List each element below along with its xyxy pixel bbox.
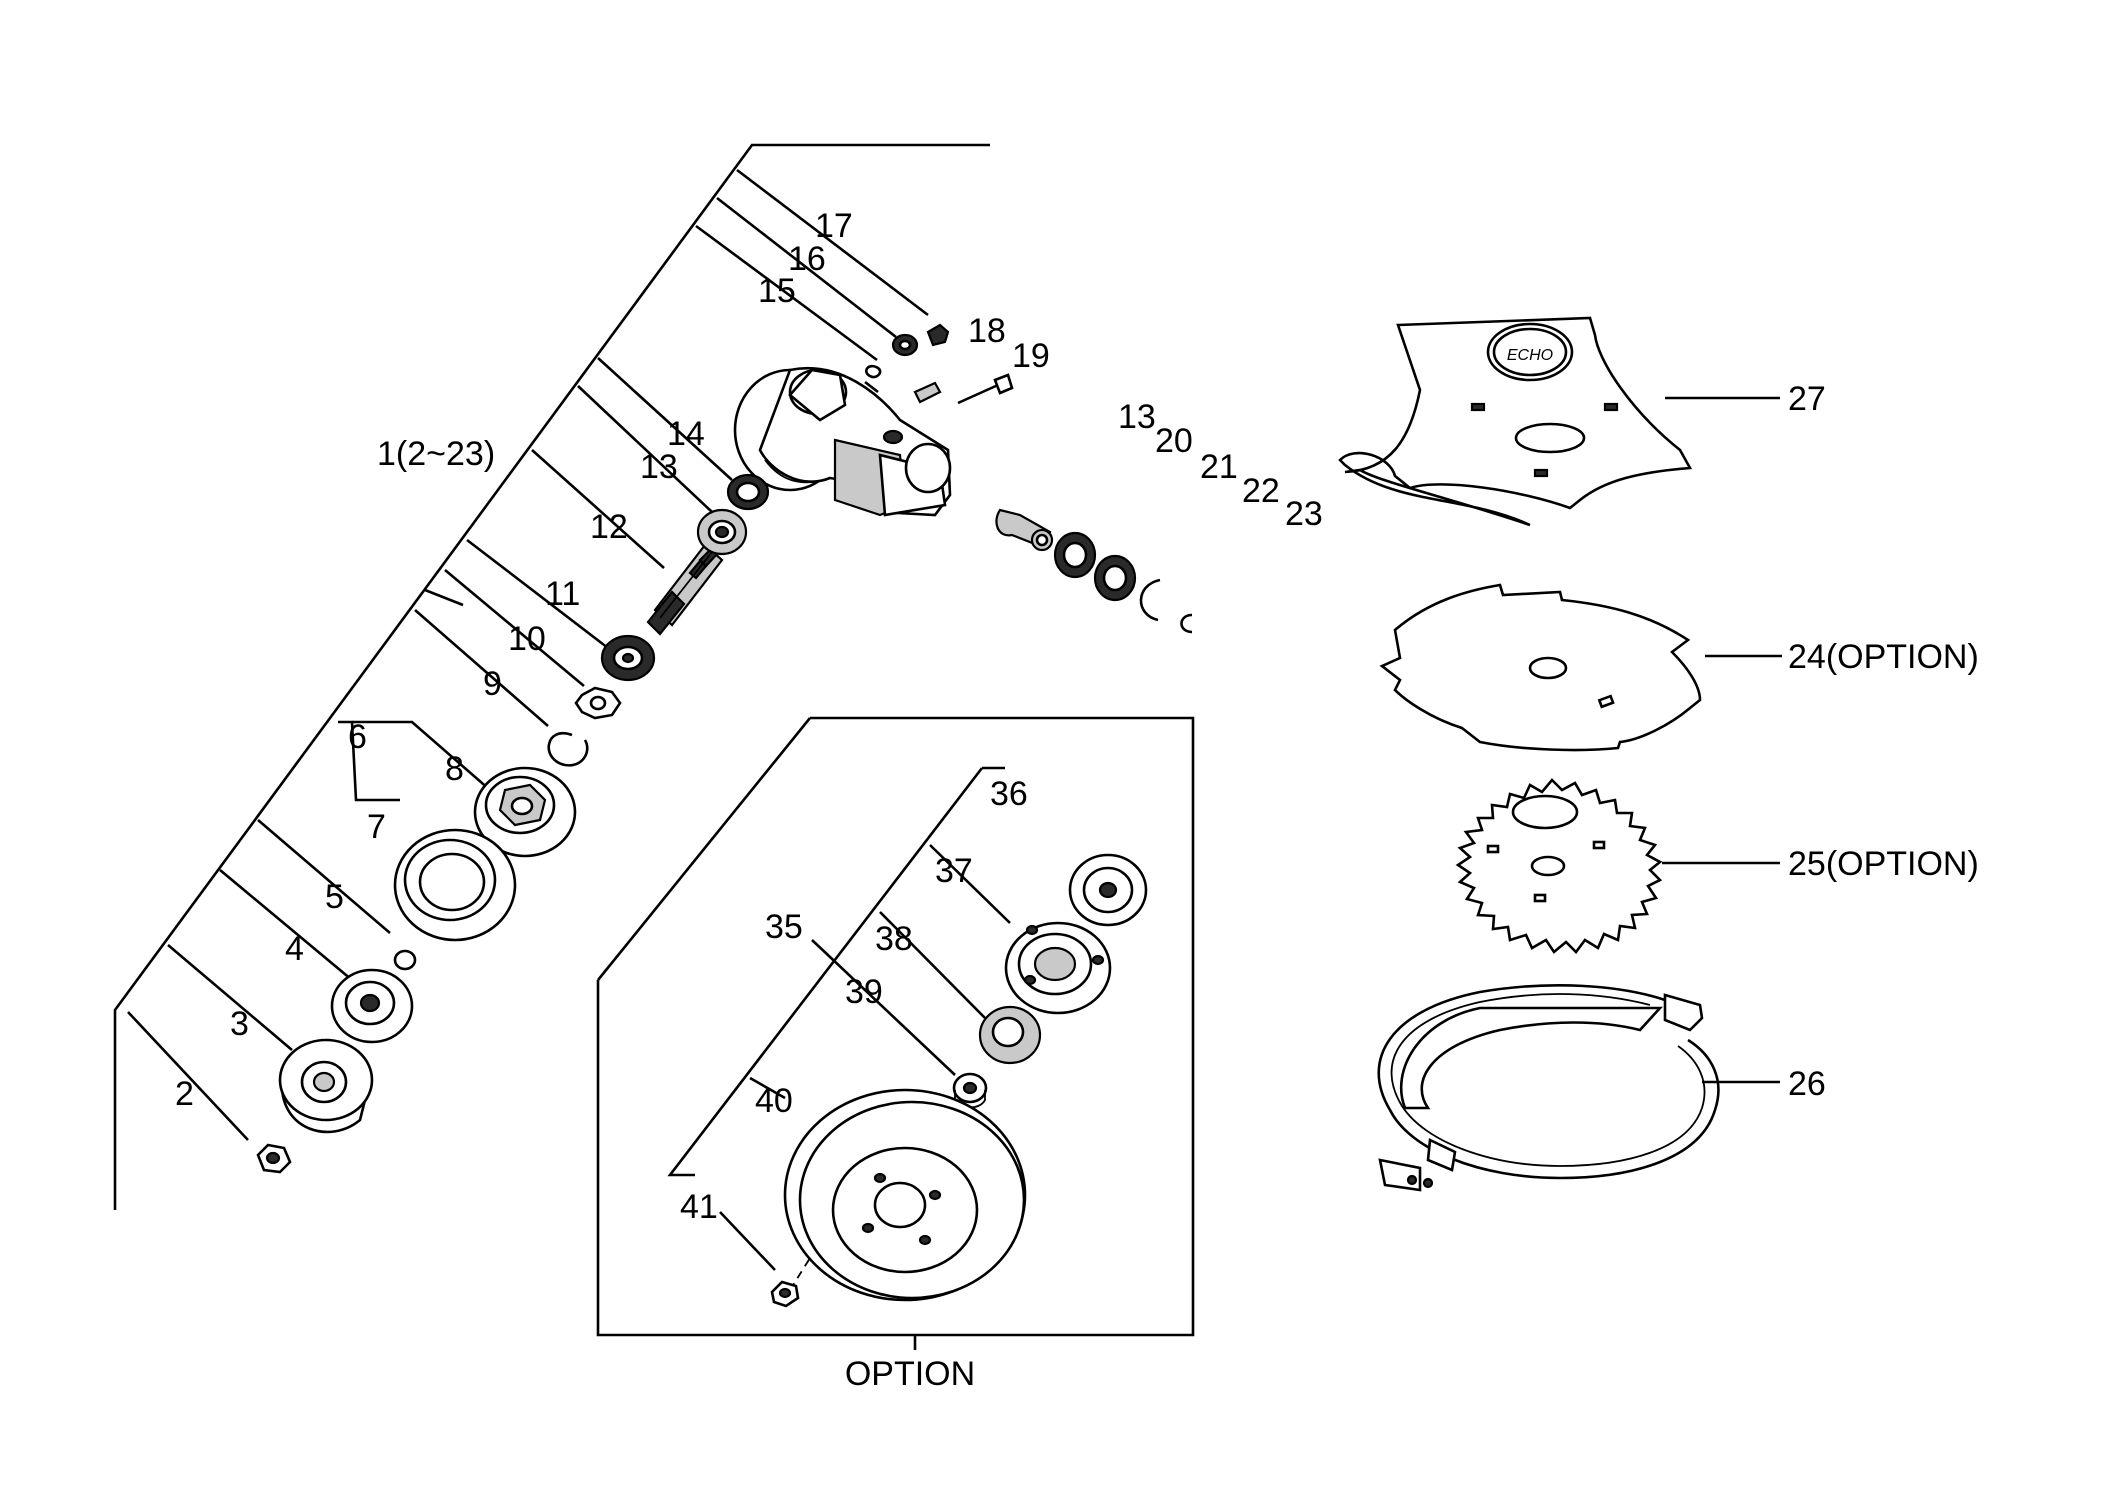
part-number-labels: 1(2~23) 2 3 4 5 6 7 8 9 10 11 12 13 14 1…: [175, 207, 1979, 1393]
part-22-snap-ring: [1139, 578, 1161, 622]
label-part-37: 37: [935, 852, 973, 890]
part-13-bevel-gear-right: [995, 508, 1054, 552]
part-8-holder: [473, 766, 577, 858]
label-part-17: 17: [815, 207, 853, 245]
svg-text:ECHO: ECHO: [1507, 347, 1553, 364]
label-part-27: 27: [1788, 380, 1826, 418]
part-11-bearing: [600, 634, 656, 682]
part-38-bearing: [978, 1005, 1042, 1065]
part-24-4-tooth-blade: [1379, 583, 1702, 752]
part-27-three-tooth-blade: ECHO: [1338, 316, 1693, 527]
part-10-washer: [574, 686, 622, 720]
part-12-spline-shaft: [646, 543, 724, 636]
part-23-clip: [1180, 613, 1193, 634]
label-part-23: 23: [1285, 495, 1323, 533]
label-part-9: 9: [483, 665, 502, 703]
label-part-16: 16: [788, 240, 826, 278]
label-part-8: 8: [445, 750, 464, 788]
label-part-6: 6: [348, 718, 367, 756]
part-13-bevel-gear-left: [696, 508, 748, 556]
option-box: [596, 716, 1195, 1350]
label-part-15: 15: [758, 272, 796, 310]
label-part-36: 36: [990, 775, 1028, 813]
part-20-bearing: [1053, 531, 1097, 579]
label-part-13-right: 13: [1118, 398, 1156, 436]
part-3-cup: [278, 1038, 374, 1134]
label-part-40: 40: [755, 1082, 793, 1120]
label-part-14: 14: [667, 415, 705, 453]
label-part-41: 41: [680, 1188, 718, 1226]
label-part-2: 2: [175, 1075, 194, 1113]
label-part-22: 22: [1242, 472, 1280, 510]
right-column-leaders: [1662, 396, 1782, 1084]
label-part-4: 4: [285, 930, 304, 968]
part-5-o-ring: [393, 949, 417, 971]
label-part-10: 10: [508, 620, 546, 658]
part-2-nut: [256, 1143, 292, 1174]
part-37-holder: [1004, 921, 1112, 1015]
label-part-26: 26: [1788, 1065, 1826, 1103]
label-part-13-left: 13: [640, 448, 678, 486]
label-part-25: 25(OPTION): [1788, 845, 1979, 883]
label-part-19: 19: [1012, 337, 1050, 375]
parts-15-19-small-hardware: [864, 323, 1014, 405]
label-part-3: 3: [230, 1005, 249, 1043]
part-26-blade-guard-ring: [1377, 984, 1720, 1192]
label-part-39: 39: [845, 973, 883, 1011]
label-part-7: 7: [367, 808, 386, 846]
part-14-bearing: [726, 473, 770, 511]
part-41-bolt: [770, 1280, 800, 1308]
label-part-38: 38: [875, 920, 913, 958]
label-part-11: 11: [545, 575, 580, 613]
part-4-washer: [330, 968, 414, 1044]
part-25-saw-blade: [1455, 778, 1663, 954]
part-9-circlip: [547, 731, 589, 767]
part-7-cover: [393, 828, 517, 942]
label-part-21: 21: [1200, 448, 1238, 486]
part-40-cup-plate: [783, 1088, 1027, 1302]
label-part-5: 5: [325, 878, 344, 916]
label-part-1: 1(2~23): [377, 435, 495, 473]
assembly-bracket: [113, 143, 990, 1210]
label-part-18: 18: [968, 312, 1006, 350]
label-part-20: 20: [1155, 422, 1193, 460]
part-21-bearing: [1093, 554, 1137, 602]
label-part-35: 35: [765, 908, 803, 946]
label-part-24: 24(OPTION): [1788, 638, 1979, 676]
label-part-12: 12: [590, 508, 628, 546]
option-caption: OPTION: [845, 1355, 975, 1393]
gear-case-housing: [733, 367, 952, 517]
part-36-flange: [1068, 853, 1148, 927]
